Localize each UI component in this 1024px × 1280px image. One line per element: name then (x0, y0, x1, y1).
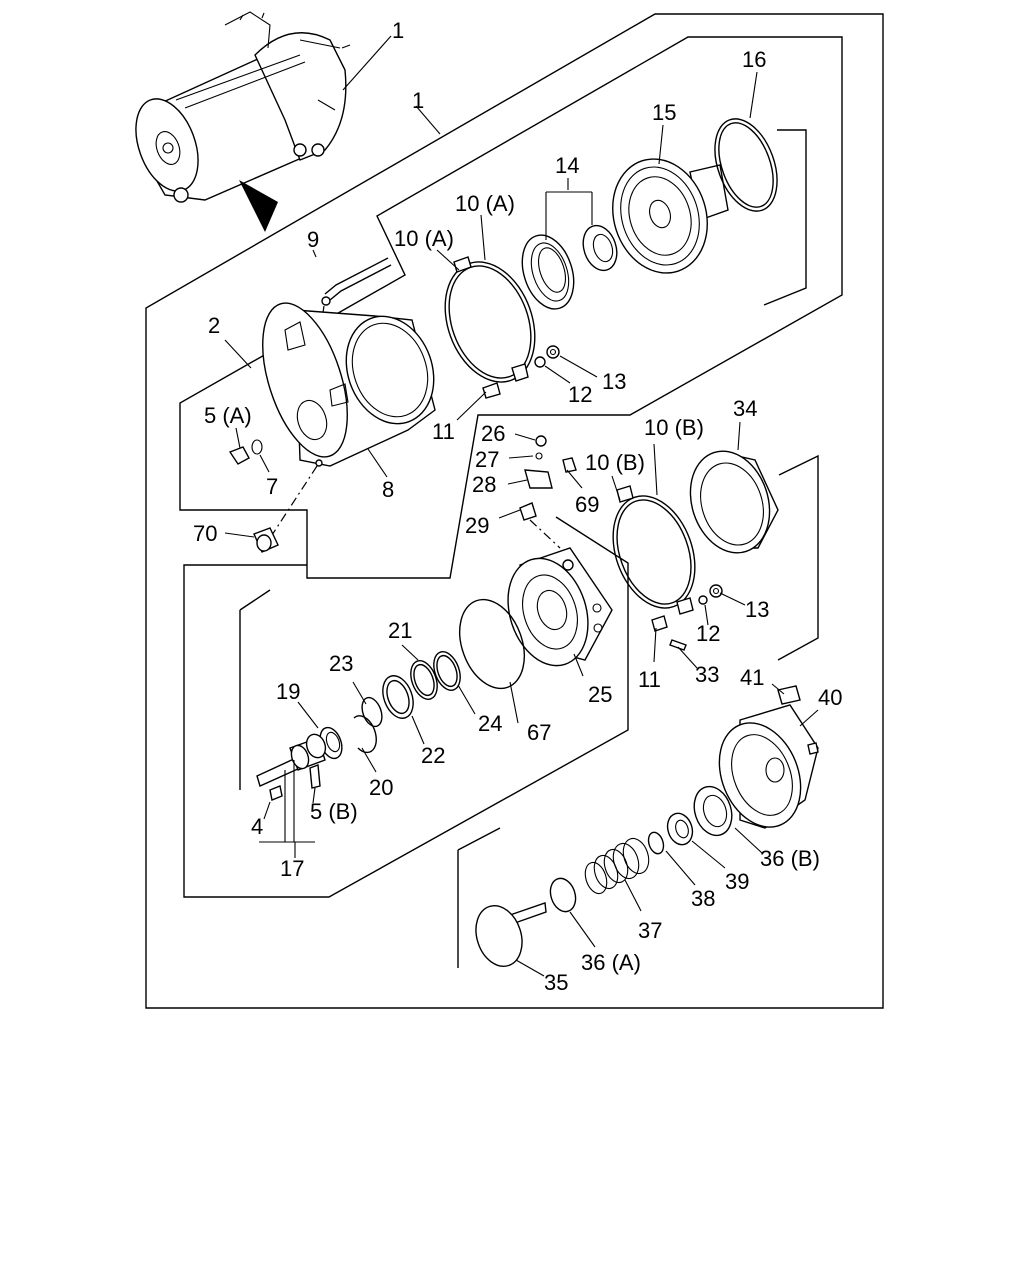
callout-15: 15 (652, 100, 676, 125)
callout-16: 16 (742, 47, 766, 72)
callout-10a-upper: 10 (A) (455, 191, 515, 216)
callout-7: 7 (266, 474, 278, 499)
callout-36a: 36 (A) (581, 950, 641, 975)
callout-25: 25 (588, 682, 612, 707)
callout-33: 33 (695, 662, 719, 687)
callout-26: 26 (481, 421, 505, 446)
callout-11-lower: 11 (638, 667, 661, 692)
callout-9: 9 (307, 227, 319, 252)
end-plate (475, 902, 547, 967)
callout-4: 4 (251, 814, 263, 839)
push-rod (256, 733, 327, 801)
callout-labels: 1 1 16 15 14 10 (A) 10 (A) 9 2 13 12 5 (… (193, 18, 842, 995)
group-boundary-upper (179, 36, 843, 579)
callout-70: 70 (193, 521, 217, 546)
callout-20: 20 (369, 775, 393, 800)
callout-14: 14 (555, 153, 579, 178)
callout-12-upper: 12 (568, 382, 592, 407)
seal-set (521, 224, 618, 310)
oring-67 (459, 598, 525, 690)
callout-27: 27 (475, 447, 499, 472)
large-oring (714, 118, 778, 212)
callout-23: 23 (329, 651, 353, 676)
group-bracket-plunger (239, 589, 271, 790)
callout-39: 39 (725, 869, 749, 894)
callout-36b: 36 (B) (760, 846, 820, 871)
callout-13-upper: 13 (602, 369, 626, 394)
callout-22: 22 (421, 743, 445, 768)
callout-10b-lower: 10 (B) (585, 450, 645, 475)
callout-8: 8 (382, 477, 394, 502)
callout-21: 21 (388, 618, 412, 643)
callout-19: 19 (276, 679, 300, 704)
callout-29: 29 (465, 513, 489, 538)
callout-67: 67 (527, 720, 551, 745)
clamp-ring-b (612, 485, 723, 651)
callout-17: 17 (280, 856, 304, 881)
rear-cover (689, 450, 779, 554)
callout-41: 41 (740, 665, 764, 690)
explode-arrow (239, 180, 278, 232)
callout-28: 28 (472, 472, 496, 497)
rear-housing (507, 547, 613, 667)
callout-10b-upper: 10 (B) (644, 415, 704, 440)
callout-38: 38 (691, 886, 715, 911)
callout-5a: 5 (A) (204, 403, 252, 428)
front-cover (612, 158, 729, 274)
leader-lines (224, 35, 819, 977)
small-fittings (519, 435, 577, 549)
seal-36a (549, 877, 577, 913)
frame-outline (145, 13, 884, 1009)
callout-5b: 5 (B) (310, 799, 358, 824)
callout-34: 34 (733, 396, 757, 421)
end-housing (718, 685, 819, 829)
plug-and-oring (228, 439, 279, 553)
power-cylinder (262, 302, 436, 536)
callout-13-lower: 13 (745, 597, 769, 622)
group-bracket-pulley (763, 129, 807, 306)
callout-40: 40 (818, 685, 842, 710)
return-spring (584, 837, 650, 895)
group-boundary-middle (183, 516, 629, 898)
group-bracket-cover (777, 454, 819, 661)
callout-10a-lower: 10 (A) (394, 226, 454, 251)
callout-1-top: 1 (392, 18, 404, 43)
callout-11-upper: 11 (432, 419, 455, 444)
callout-2: 2 (208, 313, 220, 338)
callout-24: 24 (478, 711, 502, 736)
clamp-ring-a (444, 256, 560, 399)
end-seals (647, 785, 733, 855)
callout-1-frame: 1 (412, 88, 424, 113)
callout-12-lower: 12 (696, 621, 720, 646)
callout-69: 69 (575, 492, 599, 517)
callout-37: 37 (638, 918, 662, 943)
callout-35: 35 (544, 970, 568, 995)
assembled-unit (135, 11, 351, 203)
group-bracket-end (457, 827, 501, 968)
